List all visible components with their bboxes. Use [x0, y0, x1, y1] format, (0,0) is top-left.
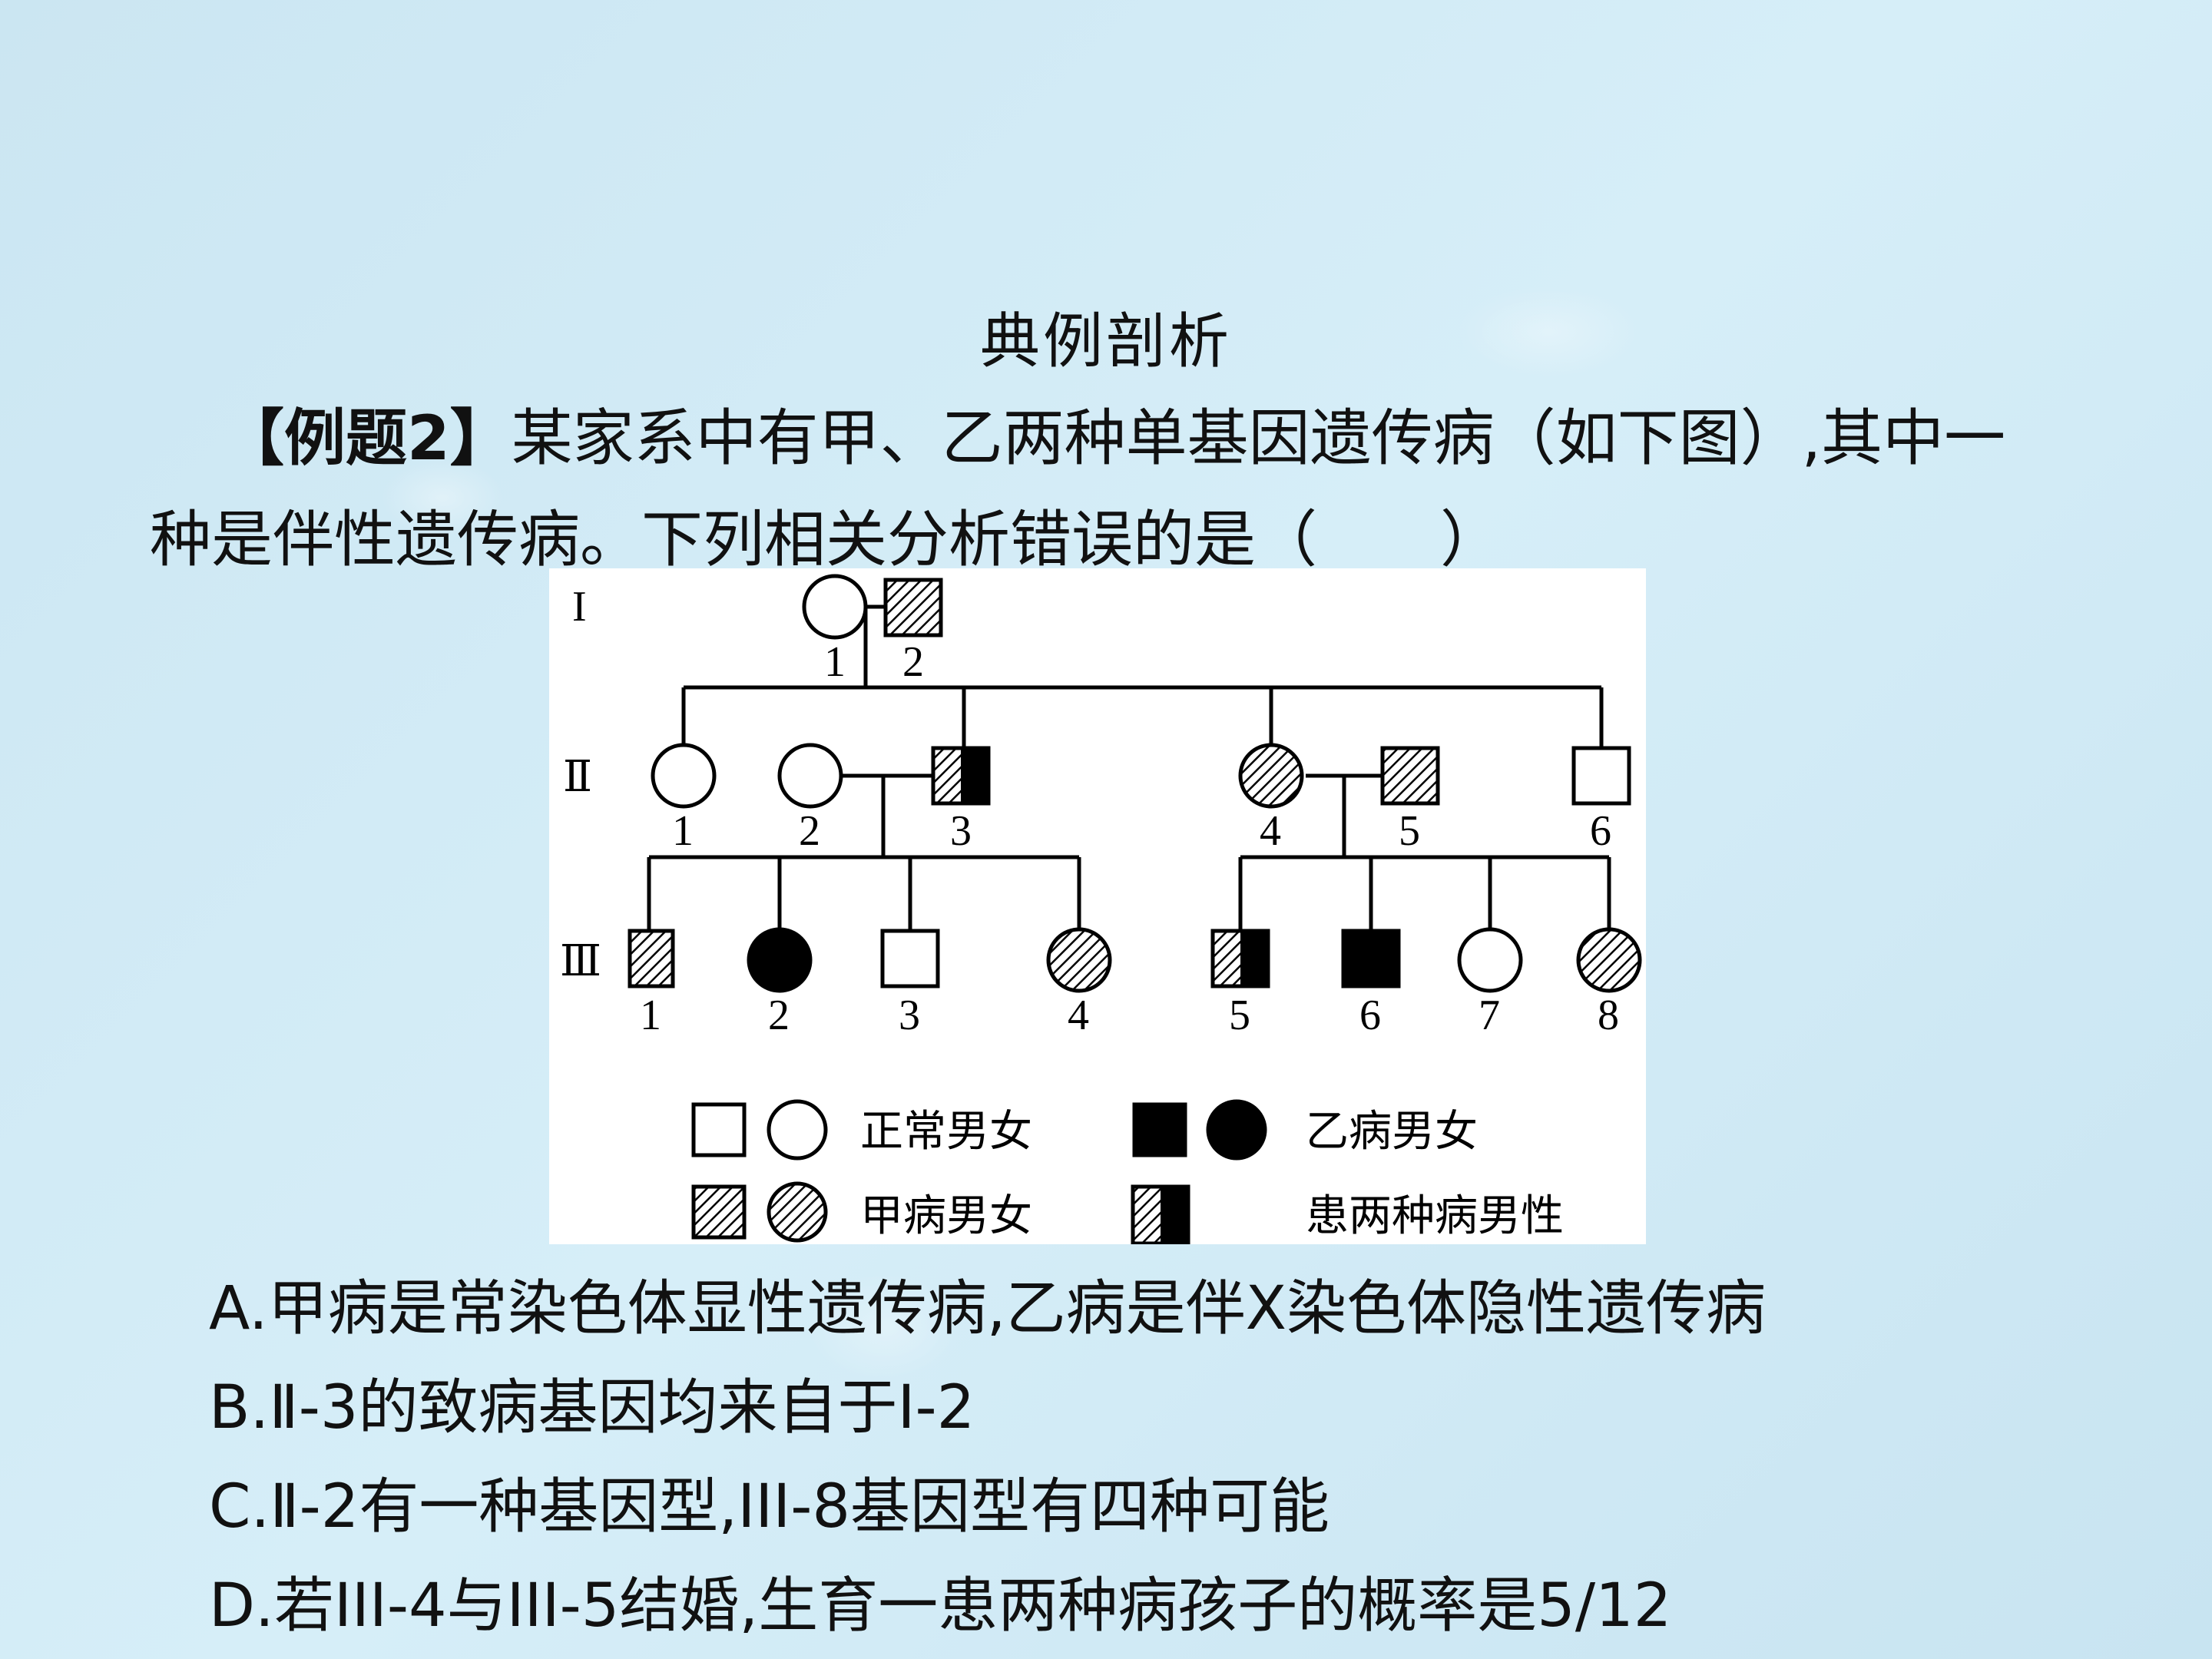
legend-normal-male-icon — [691, 1102, 747, 1157]
pedigree-III-4-female-jia — [1046, 927, 1112, 993]
legend-both-label: 患两种病男性 — [1306, 1191, 1564, 1241]
legend-both-icon — [1131, 1184, 1190, 1244]
pedigree-II-2-female — [777, 743, 843, 809]
option-b[interactable]: B.Ⅱ-3的致病基因均来自于Ⅰ-2 — [209, 1373, 975, 1442]
pedigree-III-2-female-yi — [747, 927, 813, 993]
page-title: 典例剖析 — [979, 307, 1232, 376]
legend-yi-male-icon — [1132, 1102, 1187, 1157]
legend-jia-male-icon — [691, 1184, 747, 1240]
pedigree-II-1-label: 1 — [672, 807, 694, 855]
pedigree-III-5-male-both — [1210, 929, 1270, 988]
gen-label-1: I — [572, 583, 587, 631]
question-body: 某家系中有甲、乙两种单基因遗传病（如下图）,其中一种是伴性遗传病。下列相关分析错… — [150, 402, 2006, 575]
pedigree-III-8-label: 8 — [1598, 992, 1619, 1039]
pedigree-II-6-male-normal — [1571, 746, 1631, 806]
pedigree-I-1-label: 1 — [824, 638, 846, 686]
pedigree-III-8-female-jia — [1576, 927, 1642, 993]
legend-jia-label: 甲病男女 — [860, 1191, 1032, 1241]
gen-label-3: Ⅲ — [560, 938, 601, 985]
pedigree-II-6-label: 6 — [1590, 807, 1611, 855]
pedigree-III-5-label: 5 — [1229, 992, 1250, 1039]
option-c[interactable]: C.Ⅱ-2有一种基因型,III-8基因型有四种可能 — [209, 1472, 1330, 1541]
legend-jia-female-icon — [767, 1181, 828, 1243]
pedigree-II-1-female — [651, 743, 717, 809]
pedigree-II-4-label: 4 — [1260, 807, 1281, 855]
pedigree-III-3-male-normal — [880, 929, 940, 988]
pedigree-III-4-label: 4 — [1068, 992, 1089, 1039]
pedigree-III-3-label: 3 — [899, 992, 920, 1039]
question-text: 【例题2】某家系中有甲、乙两种单基因遗传病（如下图）,其中一种是伴性遗传病。下列… — [150, 388, 2047, 591]
pedigree-II-3-label: 3 — [950, 807, 972, 855]
pedigree-III-6-label: 6 — [1359, 992, 1381, 1039]
pedigree-III-1-male-jia — [628, 929, 675, 988]
pedigree-lines — [647, 604, 1611, 931]
option-d[interactable]: D.若III-4与III-5结婚,生育一患两种病孩子的概率是5/12 — [209, 1571, 1672, 1641]
legend-normal-label: 正常男女 — [860, 1107, 1032, 1157]
legend-yi-female-icon — [1206, 1099, 1267, 1161]
pedigree-I-2-label: 2 — [902, 638, 924, 686]
pedigree-II-5-male-jia — [1380, 746, 1440, 806]
gen-label-2: Ⅱ — [563, 753, 592, 801]
pedigree-III-7-female-normal — [1457, 927, 1523, 993]
pedigree-III-7-label: 7 — [1479, 992, 1500, 1039]
pedigree-II-4-female-jia — [1238, 743, 1304, 809]
legend-yi-label: 乙病男女 — [1306, 1107, 1478, 1157]
pedigree-I-1-female — [802, 574, 868, 640]
question-label: 【例题2】 — [223, 402, 512, 474]
option-a[interactable]: A.甲病是常染色体显性遗传病,乙病是伴X染色体隐性遗传病 — [209, 1274, 1767, 1343]
pedigree-figure: I Ⅱ Ⅲ — [549, 568, 1646, 1244]
pedigree-III-1-label: 1 — [640, 992, 661, 1039]
legend: 正常男女 乙病男女 甲病男女 患两种病男性 — [691, 1099, 1564, 1244]
pedigree-II-2-label: 2 — [799, 807, 820, 855]
pedigree-I-2-male-jia — [883, 578, 943, 637]
pedigree-II-3-male-both — [931, 746, 991, 806]
answer-options: A.甲病是常染色体显性遗传病,乙病是伴X染色体隐性遗传病 B.Ⅱ-3的致病基因均… — [209, 1260, 2129, 1656]
legend-normal-female-icon — [767, 1099, 828, 1161]
pedigree-III-2-label: 2 — [768, 992, 790, 1039]
pedigree-III-6-male-yi — [1341, 929, 1401, 988]
pedigree-II-5-label: 5 — [1399, 807, 1420, 855]
